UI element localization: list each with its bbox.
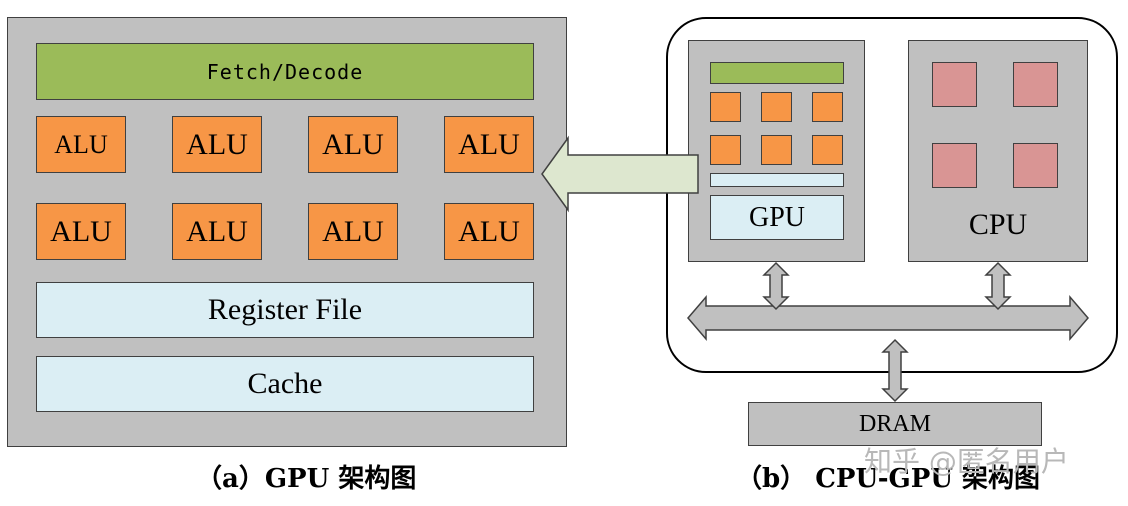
cpu-core (932, 62, 977, 107)
cpu-core (1013, 143, 1058, 188)
caption-left: （a）GPU 架构图 (196, 464, 417, 494)
gpu-chip-alu (710, 135, 741, 165)
alu-block: ALU (308, 203, 398, 260)
cpu-chip-label: CPU (968, 208, 1028, 241)
watermark-text: 知乎 @匿名用户 (864, 445, 1069, 478)
gpu-chip-alu (812, 135, 843, 165)
gpu-chip-alu (812, 92, 843, 122)
alu-label: ALU (458, 127, 520, 161)
cache-label: Cache (247, 367, 323, 400)
gpu-chip-alu (761, 135, 792, 165)
alu-label: ALU (458, 214, 520, 248)
cpu-chip-label-box: CPU (908, 200, 1088, 250)
dram-bus-arrow (881, 338, 909, 403)
alu-block: ALU (444, 116, 534, 173)
register-file-block: Register File (36, 282, 534, 338)
alu-label: ALU (322, 127, 384, 161)
gpu-chip-alu (710, 92, 741, 122)
alu-block: ALU (444, 203, 534, 260)
alu-block: ALU (172, 116, 262, 173)
alu-label: ALU (186, 127, 248, 161)
alu-label: ALU (186, 214, 248, 248)
alu-label: ALU (54, 129, 108, 159)
fetch-decode-label: Fetch/Decode (206, 59, 364, 84)
fetch-decode-block: Fetch/Decode (36, 43, 534, 100)
caption-right: （b） CPU-GPU 架构图 (736, 464, 1040, 494)
register-file-label: Register File (207, 293, 363, 326)
cache-block: Cache (36, 356, 534, 412)
alu-block: ALU (308, 116, 398, 173)
gpu-chip-label: GPU (748, 201, 805, 233)
system-bus (687, 294, 1089, 342)
gpu-bus-arrow (762, 261, 790, 311)
cpu-core (932, 143, 977, 188)
gpu-chip-fetch-bar (710, 62, 844, 84)
alu-label: ALU (50, 214, 112, 248)
dram-label: DRAM (858, 410, 931, 437)
cpu-bus-arrow (984, 261, 1012, 311)
alu-block: ALU (172, 203, 262, 260)
alu-label: ALU (322, 214, 384, 248)
cpu-core (1013, 62, 1058, 107)
alu-block: ALU (36, 116, 126, 173)
gpu-chip-alu (761, 92, 792, 122)
gpu-chip-label-box: GPU (710, 195, 844, 240)
gpu-chip-register-bar (710, 173, 844, 187)
dram-block: DRAM (748, 402, 1042, 446)
zoom-arrow (541, 135, 699, 213)
alu-block: ALU (36, 203, 126, 260)
